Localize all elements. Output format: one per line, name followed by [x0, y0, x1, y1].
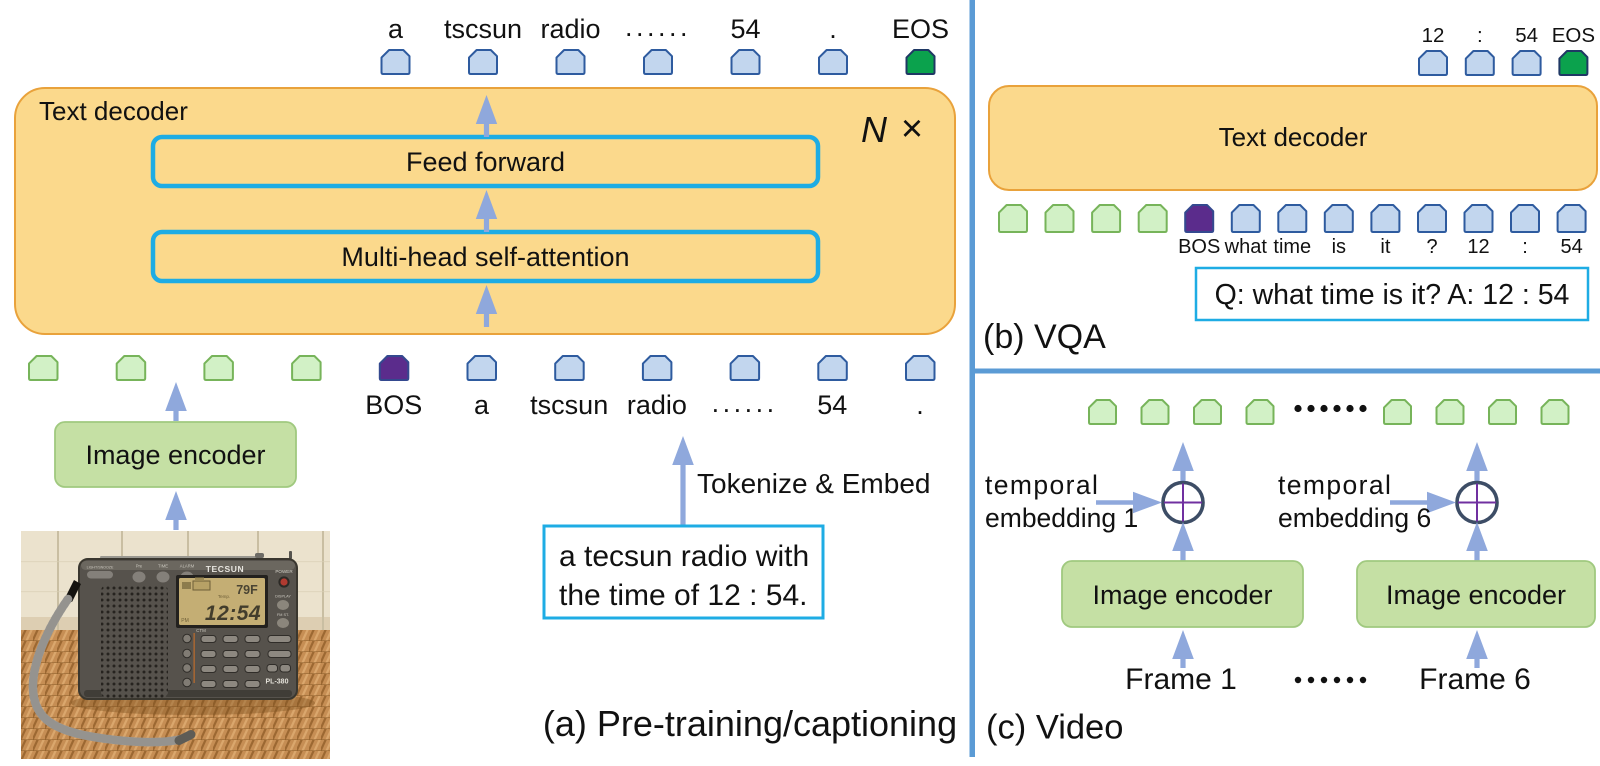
svg-text:Text decoder: Text decoder: [1219, 122, 1368, 152]
svg-text:embedding 6: embedding 6: [1278, 503, 1431, 533]
svg-text:?: ?: [1426, 236, 1437, 258]
svg-text:what: what: [1224, 236, 1268, 258]
svg-text:FM ST.: FM ST.: [277, 613, 289, 617]
svg-text:tscsun: tscsun: [530, 390, 608, 420]
svg-text:......: ......: [625, 12, 691, 42]
svg-text:12: 12: [1467, 236, 1489, 258]
svg-text:EOS: EOS: [1552, 24, 1595, 47]
svg-text:radio: radio: [627, 390, 687, 420]
svg-text:POWER: POWER: [275, 569, 293, 574]
svg-text:radio: radio: [540, 14, 600, 44]
svg-text:DISPLAY: DISPLAY: [275, 595, 291, 599]
svg-text:×: ×: [901, 108, 923, 150]
svg-text:TIME: TIME: [158, 564, 168, 569]
svg-text:N: N: [861, 109, 888, 150]
svg-text:PM: PM: [181, 618, 189, 624]
svg-text:embedding 1: embedding 1: [985, 503, 1138, 533]
svg-text:Q: what time is it? A: 12 : 54: Q: what time is it? A: 12 : 54: [1215, 279, 1570, 311]
svg-text:tscsun: tscsun: [444, 14, 522, 44]
svg-text:54: 54: [1515, 24, 1538, 47]
svg-text:79F: 79F: [236, 583, 258, 597]
svg-text:Frame 6: Frame 6: [1419, 663, 1531, 696]
svg-text:(c) Video: (c) Video: [986, 709, 1123, 747]
svg-text:......: ......: [712, 388, 778, 418]
svg-text:(a) Pre-training/captioning: (a) Pre-training/captioning: [543, 703, 957, 744]
svg-text:Image encoder: Image encoder: [85, 440, 265, 470]
svg-text:Pre: Pre: [136, 564, 143, 569]
svg-text:12:54: 12:54: [205, 602, 261, 625]
svg-text:Multi-head self-attention: Multi-head self-attention: [341, 242, 629, 272]
svg-text:BOS: BOS: [365, 390, 422, 420]
svg-text::: :: [1522, 236, 1528, 258]
svg-text:Image encoder: Image encoder: [1092, 580, 1272, 610]
svg-text:.: .: [916, 390, 924, 420]
svg-text:Image encoder: Image encoder: [1386, 580, 1566, 610]
svg-text:54: 54: [1560, 236, 1582, 258]
svg-text:ALARM: ALARM: [180, 564, 195, 569]
svg-text:PL-380: PL-380: [266, 679, 289, 686]
svg-text:54: 54: [817, 390, 847, 420]
svg-text:BOS: BOS: [1178, 236, 1220, 258]
svg-text:time: time: [1273, 236, 1311, 258]
svg-text:.: .: [829, 14, 837, 44]
svg-text:CTM: CTM: [196, 628, 206, 633]
svg-text:a: a: [474, 390, 490, 420]
svg-text:TECSUN: TECSUN: [206, 564, 245, 574]
svg-text:12: 12: [1422, 24, 1445, 47]
svg-text:Frame 1: Frame 1: [1125, 663, 1237, 696]
svg-text:temporal: temporal: [985, 470, 1099, 500]
svg-text:EOS: EOS: [892, 14, 949, 44]
svg-text:54: 54: [730, 14, 760, 44]
svg-text:Temp.: Temp.: [218, 594, 230, 599]
svg-text:the time of 12 : 54.: the time of 12 : 54.: [559, 579, 807, 612]
svg-text:temporal: temporal: [1278, 470, 1392, 500]
svg-text:LIGHT/SNOOZE: LIGHT/SNOOZE: [87, 566, 114, 570]
svg-text:Feed forward: Feed forward: [406, 147, 565, 177]
svg-text:Text decoder: Text decoder: [39, 96, 188, 126]
svg-text:a: a: [388, 14, 404, 44]
svg-text:a tecsun radio with: a tecsun radio with: [559, 540, 809, 573]
svg-text::: :: [1477, 24, 1483, 47]
svg-text:it: it: [1380, 236, 1390, 258]
svg-text:Tokenize & Embed: Tokenize & Embed: [697, 468, 930, 499]
svg-text:(b) VQA: (b) VQA: [983, 318, 1106, 356]
svg-text:is: is: [1332, 236, 1346, 258]
